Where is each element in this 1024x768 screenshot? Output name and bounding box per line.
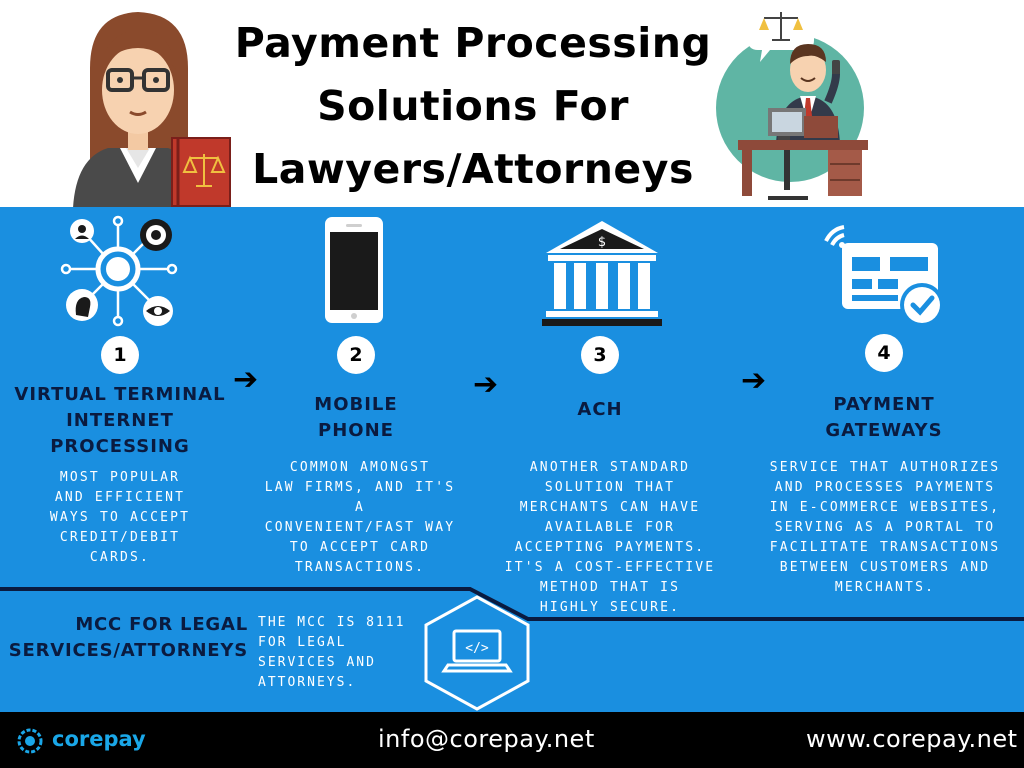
- step-1-number: 1: [101, 336, 139, 374]
- mcc-heading: MCC FOR LEGAL SERVICES/ATTORNEYS: [8, 614, 248, 661]
- law-book-icon: [171, 137, 231, 207]
- corepay-logo-icon: [17, 728, 43, 754]
- step-4-description: SERVICE THAT AUTHORIZES AND PROCESSES PA…: [769, 460, 1001, 595]
- network-gear-icon: [60, 215, 178, 327]
- arrow-right-icon: ➔: [233, 362, 259, 397]
- step-2-number: 2: [337, 336, 375, 374]
- logo-text: corepay: [52, 727, 146, 751]
- step-3-heading: ACH: [577, 399, 623, 420]
- smartphone-icon: [325, 217, 383, 323]
- step-1-description: MOST POPULAR AND EFFICIENT WAYS TO ACCEP…: [49, 470, 191, 565]
- code-symbol: </>: [465, 641, 489, 656]
- step-2-description: COMMON AMONGST LAW FIRMS, AND IT'S A CON…: [264, 460, 456, 575]
- payment-card-check-icon: [824, 225, 944, 327]
- footer-website-link[interactable]: www.corepay.net: [806, 725, 1018, 753]
- step-1-heading: VIRTUAL TERMINAL INTERNET PROCESSING: [14, 384, 226, 457]
- title-line-1: Payment Processing: [234, 19, 712, 67]
- step-3-description: ANOTHER STANDARD SOLUTION THAT MERCHANTS…: [504, 460, 716, 615]
- businessman-desk-icon: [716, 4, 868, 200]
- step-3-number: 3: [581, 336, 619, 374]
- code-laptop-icon: </>: [424, 595, 530, 711]
- section-divider-line: [0, 587, 1024, 621]
- title-line-2: Solutions For: [317, 82, 629, 130]
- header-area: Payment Processing Solutions For Lawyers…: [0, 0, 1024, 208]
- page-title: Payment Processing Solutions For Lawyers…: [228, 12, 718, 201]
- footer-bar: corepay info@corepay.net www.corepay.net: [0, 712, 1024, 768]
- step-2-heading: MOBILE PHONE: [314, 394, 398, 441]
- dollar-sign: $: [598, 235, 606, 250]
- solutions-panel: $: [0, 207, 1024, 712]
- lawyer-woman-icon: [73, 12, 231, 208]
- arrow-right-icon: ➔: [473, 367, 499, 402]
- step-4-number: 4: [865, 334, 903, 372]
- footer-email-link[interactable]: info@corepay.net: [378, 725, 595, 753]
- mcc-description: THE MCC IS 8111 FOR LEGAL SERVICES AND A…: [258, 615, 406, 690]
- bank-building-icon: $: [542, 221, 662, 326]
- title-line-3: Lawyers/Attorneys: [252, 145, 694, 193]
- arrow-right-icon: ➔: [741, 363, 767, 398]
- step-4-heading: PAYMENT GATEWAYS: [825, 394, 943, 441]
